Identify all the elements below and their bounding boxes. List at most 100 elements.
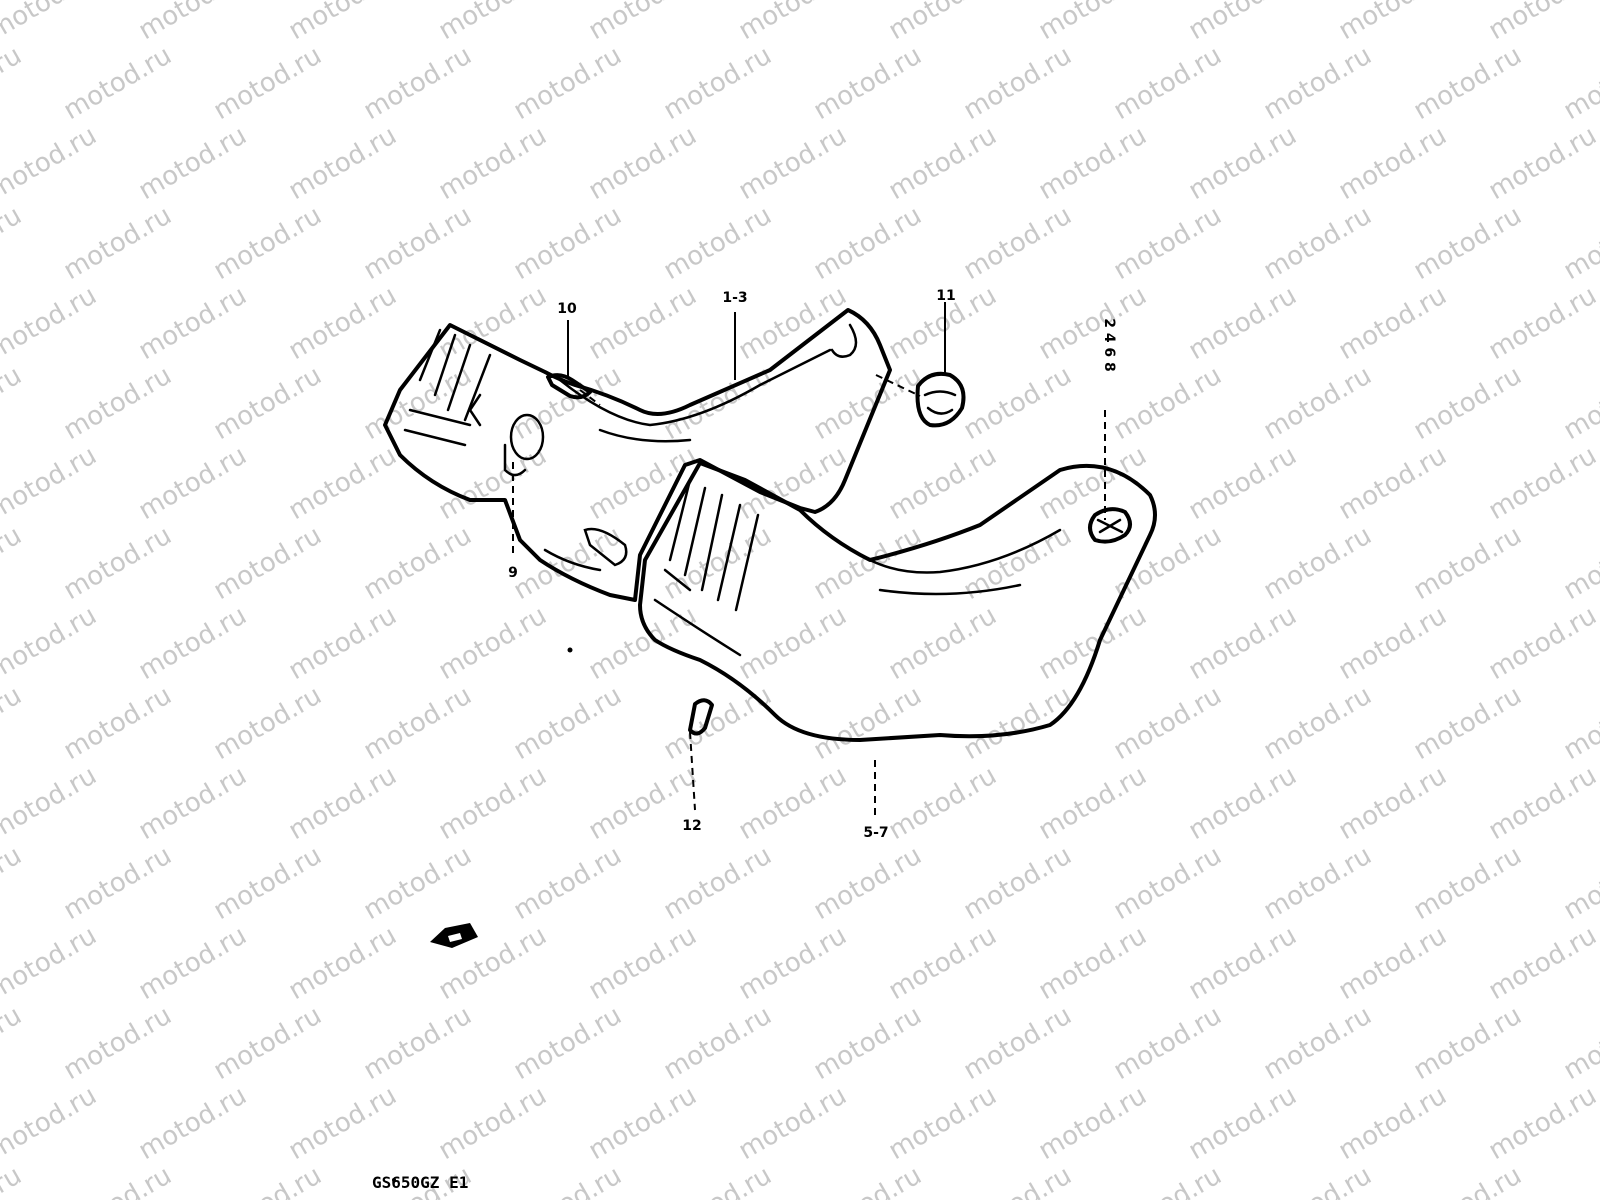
watermark-text: motod.ru bbox=[0, 840, 27, 926]
watermark-text: motod.ru bbox=[959, 200, 1077, 286]
watermark-text: motod.ru bbox=[1484, 440, 1600, 526]
watermark-text: motod.ru bbox=[1334, 920, 1452, 1006]
watermark-text: motod.ru bbox=[59, 1160, 177, 1200]
stray-dot bbox=[567, 647, 573, 653]
watermark-text: motod.ru bbox=[1409, 40, 1527, 126]
watermark-text: motod.ru bbox=[434, 280, 552, 366]
watermark-text: motod.ru bbox=[584, 120, 702, 206]
watermark-text: motod.ru bbox=[1109, 840, 1227, 926]
watermark-text: motod.ru bbox=[1184, 440, 1302, 526]
watermark-text: motod.ru bbox=[59, 840, 177, 926]
watermark-text: motod.ru bbox=[1034, 1080, 1152, 1166]
watermark-text: motod.ru bbox=[959, 520, 1077, 606]
watermark-text: motod.ru bbox=[1034, 600, 1152, 686]
watermark-text: motod.ru bbox=[959, 840, 1077, 926]
watermark-text: motod.ru bbox=[284, 120, 402, 206]
watermark-text: motod.ru bbox=[1109, 1160, 1227, 1200]
watermark-text: motod.ru bbox=[1259, 200, 1377, 286]
watermark-text: motod.ru bbox=[1334, 440, 1452, 526]
watermark-text: motod.ru bbox=[284, 280, 402, 366]
watermark-text: motod.ru bbox=[659, 680, 777, 766]
front-direction-arrow-icon bbox=[430, 923, 478, 948]
watermark-text: motod.ru bbox=[134, 600, 252, 686]
watermark-text: motod.ru bbox=[1334, 760, 1452, 846]
watermark-text: motod.ru bbox=[1034, 0, 1152, 46]
watermark-text: motod.ru bbox=[809, 680, 927, 766]
watermark-text: motod.ru bbox=[1559, 520, 1600, 606]
watermark-text: motod.ru bbox=[134, 760, 252, 846]
watermark-text: motod.ru bbox=[359, 840, 477, 926]
watermark-text: motod.ru bbox=[434, 440, 552, 526]
watermark-text: motod.ru bbox=[809, 1000, 927, 1086]
watermark-text: motod.ru bbox=[584, 920, 702, 1006]
watermark-text: motod.ru bbox=[659, 200, 777, 286]
callout-10: 10 bbox=[557, 301, 577, 317]
watermark-text: motod.ru bbox=[734, 920, 852, 1006]
watermark-text: motod.ru bbox=[59, 1000, 177, 1086]
watermark-text: motod.ru bbox=[1109, 680, 1227, 766]
watermark-text: motod.ru bbox=[584, 280, 702, 366]
watermark-text: motod.ru bbox=[359, 40, 477, 126]
watermark-text: motod.ru bbox=[284, 600, 402, 686]
watermark-text: motod.ru bbox=[209, 40, 327, 126]
watermark-text: motod.ru bbox=[1559, 1160, 1600, 1200]
watermark-text: motod.ru bbox=[1184, 0, 1302, 46]
watermark-text: motod.ru bbox=[509, 1160, 627, 1200]
watermark-text: motod.ru bbox=[659, 1160, 777, 1200]
watermark-text: motod.ru bbox=[434, 120, 552, 206]
callout-labels: 10 1-3 11 2 4 6 8 9 12 5-7 bbox=[508, 288, 1117, 841]
watermark-text: motod.ru bbox=[0, 760, 102, 846]
diagram-code: GS650GZ E1 bbox=[372, 1173, 468, 1192]
watermark-text: motod.ru bbox=[284, 1080, 402, 1166]
callout-9: 9 bbox=[508, 565, 518, 581]
watermark-text: motod.ru bbox=[1034, 920, 1152, 1006]
watermark-text: motod.ru bbox=[884, 0, 1002, 46]
watermark-text: motod.ru bbox=[1184, 1080, 1302, 1166]
watermark-text: motod.ru bbox=[209, 520, 327, 606]
watermark-text: motod.ru bbox=[1259, 1000, 1377, 1086]
watermark-text: motod.ru bbox=[884, 120, 1002, 206]
watermark-text: motod.ru bbox=[1184, 920, 1302, 1006]
watermark-text: motod.ru bbox=[1034, 760, 1152, 846]
watermark-text: motod.ru bbox=[734, 760, 852, 846]
watermark-text: motod.ru bbox=[1484, 600, 1600, 686]
watermark-text: motod.ru bbox=[884, 600, 1002, 686]
callout-11: 11 bbox=[936, 288, 955, 304]
watermark-text: motod.ru bbox=[1559, 680, 1600, 766]
watermark-text: motod.ru bbox=[434, 1080, 552, 1166]
watermark-text: motod.ru bbox=[1334, 1080, 1452, 1166]
watermark-text: motod.ru bbox=[359, 1000, 477, 1086]
watermark-text: motod.ru bbox=[1409, 840, 1527, 926]
watermark-text: motod.ru bbox=[59, 40, 177, 126]
watermark-text: motod.ru bbox=[134, 280, 252, 366]
watermark-text: motod.ru bbox=[0, 920, 102, 1006]
watermark-text: motod.ru bbox=[1484, 0, 1600, 46]
watermark-text: motod.ru bbox=[1034, 120, 1152, 206]
watermark-text: motod.ru bbox=[509, 680, 627, 766]
watermark-text: motod.ru bbox=[0, 0, 102, 46]
watermark-text: motod.ru bbox=[734, 1080, 852, 1166]
watermark-text: motod.ru bbox=[959, 1000, 1077, 1086]
watermark-text: motod.ru bbox=[209, 680, 327, 766]
frame-cover-lower bbox=[638, 461, 1157, 742]
stray-dot bbox=[392, 1178, 396, 1182]
watermark-text: motod.ru bbox=[1484, 120, 1600, 206]
watermark-text: motod.ru bbox=[1559, 200, 1600, 286]
watermark-text: motod.ru bbox=[809, 200, 927, 286]
watermark-text: motod.ru bbox=[959, 680, 1077, 766]
watermark-text: motod.ru bbox=[284, 920, 402, 1006]
watermark-text: motod.ru bbox=[959, 360, 1077, 446]
watermark-text: motod.ru bbox=[1109, 40, 1227, 126]
watermark-text: motod.ru bbox=[209, 1000, 327, 1086]
watermark-text: motod.ru bbox=[434, 0, 552, 46]
watermark-text: motod.ru bbox=[1484, 760, 1600, 846]
watermark-text: motod.ru bbox=[1109, 200, 1227, 286]
watermark-text: motod.ru bbox=[1109, 1000, 1227, 1086]
watermark-text: motod.ru bbox=[134, 440, 252, 526]
watermark-text: motod.ru bbox=[1259, 680, 1377, 766]
watermark-text: motod.ru bbox=[0, 600, 102, 686]
watermark-text: motod.ru bbox=[1409, 1000, 1527, 1086]
watermark-text: motod.ru bbox=[434, 760, 552, 846]
watermark-text: motod.ru bbox=[0, 1160, 27, 1200]
